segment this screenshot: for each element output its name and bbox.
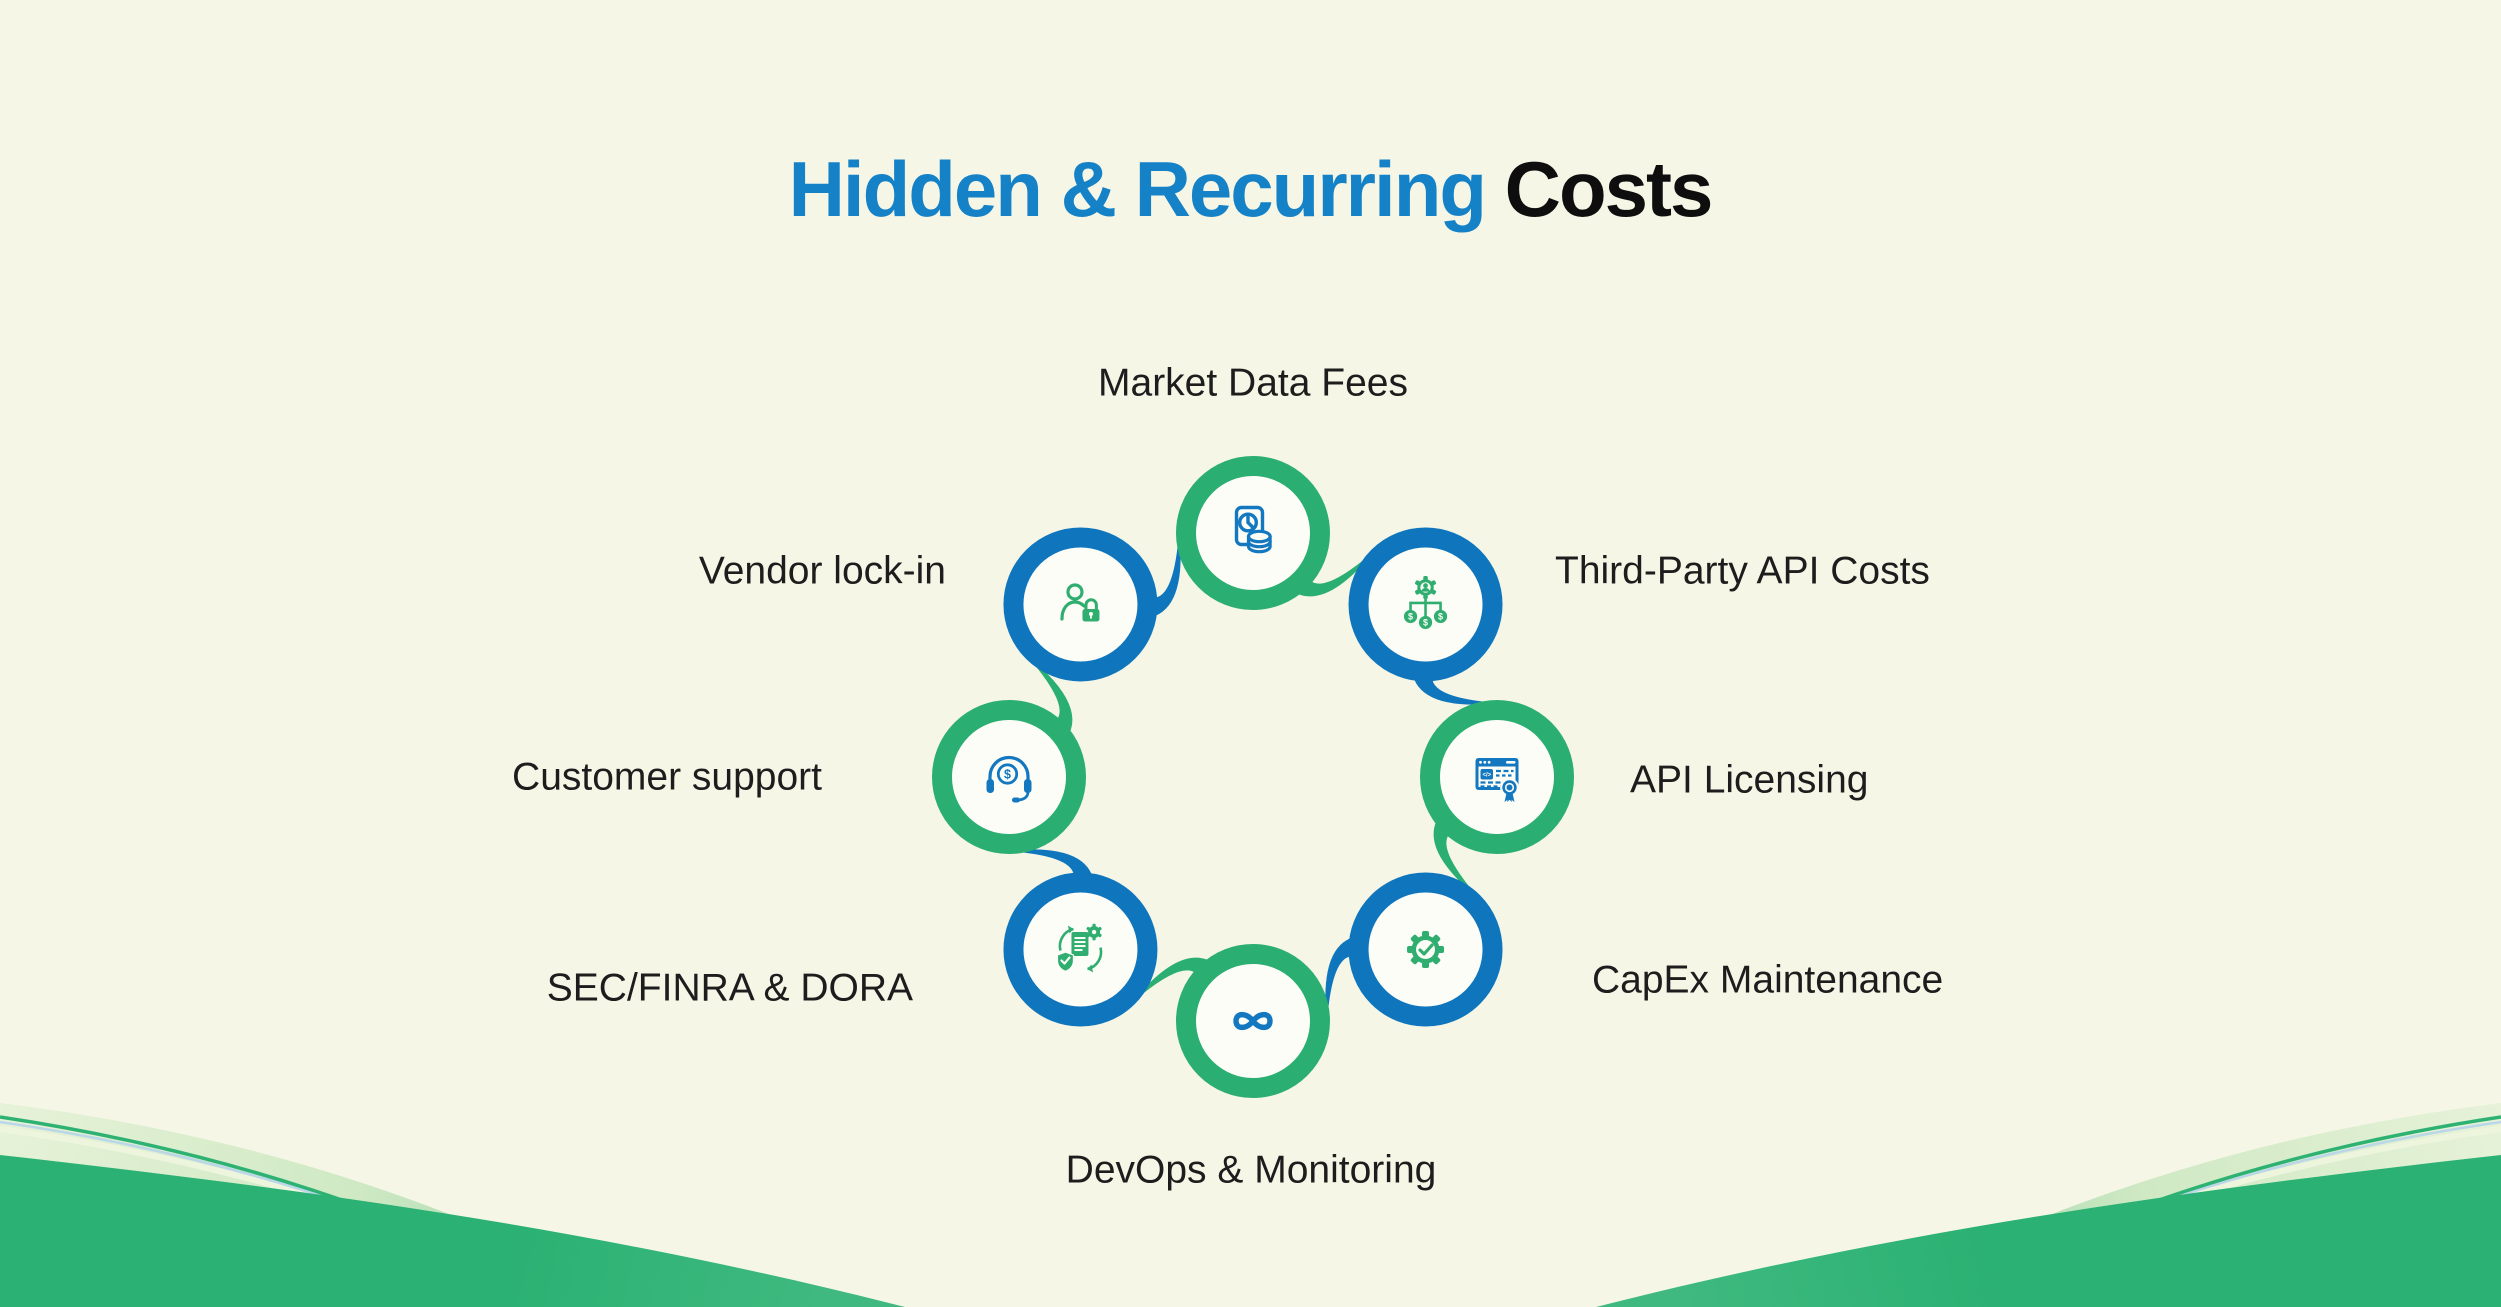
node-vendor-lock-in — [1003, 527, 1158, 682]
node-market-data-fees — [1176, 456, 1330, 610]
wave-decoration-left — [0, 1103, 905, 1307]
label-third-party-api-costs: Third-Party API Costs — [1555, 550, 1930, 593]
connector-vendor-lock-in — [1142, 529, 1181, 619]
title-highlight: Hidden & Recurring — [789, 145, 1505, 233]
label-market-data-fees: Market Data Fees — [1098, 362, 1408, 405]
label-sec-finra-dora: SEC/FINRA & DORA — [547, 967, 913, 1010]
label-customer-support: Customer support — [512, 756, 822, 799]
node-devops-monitoring — [1176, 944, 1330, 1098]
label-capex-maintenance: CapEx Maintenance — [1592, 959, 1943, 1002]
title-rest: Costs — [1505, 145, 1712, 233]
node-customer-support — [932, 700, 1086, 854]
node-third-party-api-costs — [1348, 527, 1503, 682]
node-api-licensing — [1420, 700, 1574, 854]
cycle-nodes — [932, 456, 1574, 1098]
connector-third-party-api-costs — [1411, 666, 1501, 705]
connector-sec-finra-dora — [1005, 849, 1095, 888]
label-vendor-lock-in: Vendor lock-in — [699, 550, 946, 593]
connector-capex-maintenance — [1325, 935, 1364, 1025]
page-title: Hidden & Recurring Costs — [789, 145, 1712, 233]
node-sec-finra-dora — [1003, 872, 1158, 1027]
label-api-licensing: API Licensing — [1630, 759, 1868, 802]
label-devops-monitoring: DevOps & Monitoring — [1066, 1149, 1437, 1192]
node-capex-maintenance — [1348, 872, 1503, 1027]
gear-check-icon — [1405, 929, 1446, 970]
